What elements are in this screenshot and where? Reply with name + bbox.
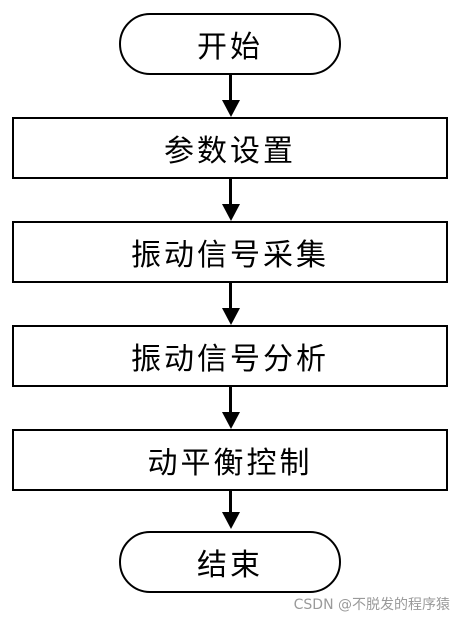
process-signal-analysis: 振动信号分析 — [12, 325, 448, 387]
start-terminal: 开始 — [119, 13, 341, 75]
arrow-head — [222, 308, 240, 325]
process-label: 动平衡控制 — [147, 446, 313, 481]
process-label: 振动信号采集 — [131, 238, 329, 273]
end-label: 结束 — [197, 548, 263, 583]
process-signal-acquisition: 振动信号采集 — [12, 221, 448, 283]
arrow-balancing-to-end — [229, 491, 232, 514]
arrow-head — [222, 100, 240, 117]
arrow-head — [222, 412, 240, 429]
arrow-head — [222, 512, 240, 529]
end-terminal: 结束 — [119, 531, 341, 593]
arrow-start-to-params — [229, 75, 232, 102]
start-label: 开始 — [197, 30, 263, 65]
arrow-analysis-to-balancing — [229, 387, 232, 414]
process-dynamic-balancing-control: 动平衡控制 — [12, 429, 448, 491]
process-label: 振动信号分析 — [131, 342, 329, 377]
arrow-head — [222, 204, 240, 221]
watermark: CSDN @不脱发的程序猿 — [293, 597, 450, 613]
process-parameter-setting: 参数设置 — [12, 117, 448, 179]
arrow-params-to-acquisition — [229, 179, 232, 206]
process-label: 参数设置 — [164, 134, 296, 169]
arrow-acquisition-to-analysis — [229, 283, 232, 310]
